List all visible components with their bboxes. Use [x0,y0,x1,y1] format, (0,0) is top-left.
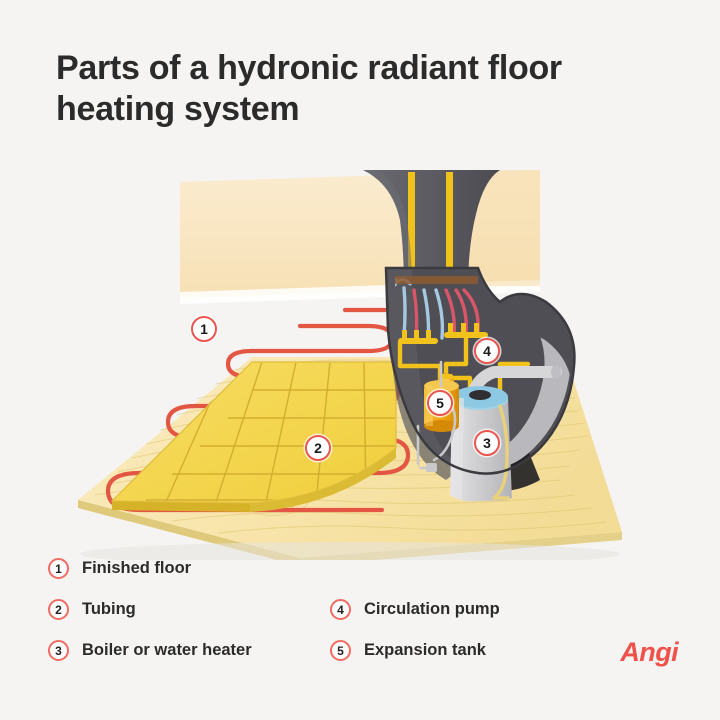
mechanical-room-outline [384,266,576,475]
diagram-marker-2: 2 [305,435,331,461]
legend-marker-3: 3 [48,640,69,661]
legend-item-tubing: 2 Tubing [48,589,252,630]
legend-item-expansion-tank: 5 Expansion tank [330,630,500,671]
legend-label-1: Finished floor [82,559,192,577]
legend-item-circulation-pump: 4 Circulation pump [330,589,500,630]
legend-item-finished-floor: 1 Finished floor [48,548,252,589]
legend-label-2: Tubing [82,600,136,618]
drain-line [492,404,509,500]
legend-label-3: Boiler or water heater [82,641,252,659]
diagram-marker-3: 3 [474,430,500,456]
diagram-marker-1: 1 [191,316,217,342]
legend-label-4: Circulation pump [364,600,500,618]
page-title: Parts of a hydronic radiant floor heatin… [56,49,562,129]
hydronic-system-illustration: 1 2 3 4 5 [0,150,720,566]
legend-marker-5: 5 [330,640,351,661]
legend-item-boiler: 3 Boiler or water heater [48,630,252,671]
diagram-marker-4: 4 [474,338,500,364]
legend-column-left: 1 Finished floor 2 Tubing 3 Boiler or wa… [48,548,252,671]
illustration-svg [78,170,622,566]
chimney-chase [363,170,500,290]
manifold [398,323,488,344]
legend-label-5: Expansion tank [364,641,486,659]
diagram-marker-5: 5 [427,390,453,416]
legend: 1 Finished floor 2 Tubing 3 Boiler or wa… [0,548,720,678]
legend-marker-4: 4 [330,599,351,620]
legend-marker-2: 2 [48,599,69,620]
angi-logo: Angi [620,637,678,667]
legend-marker-1: 1 [48,558,69,579]
legend-column-right: 4 Circulation pump 5 Expansion tank [330,589,500,671]
